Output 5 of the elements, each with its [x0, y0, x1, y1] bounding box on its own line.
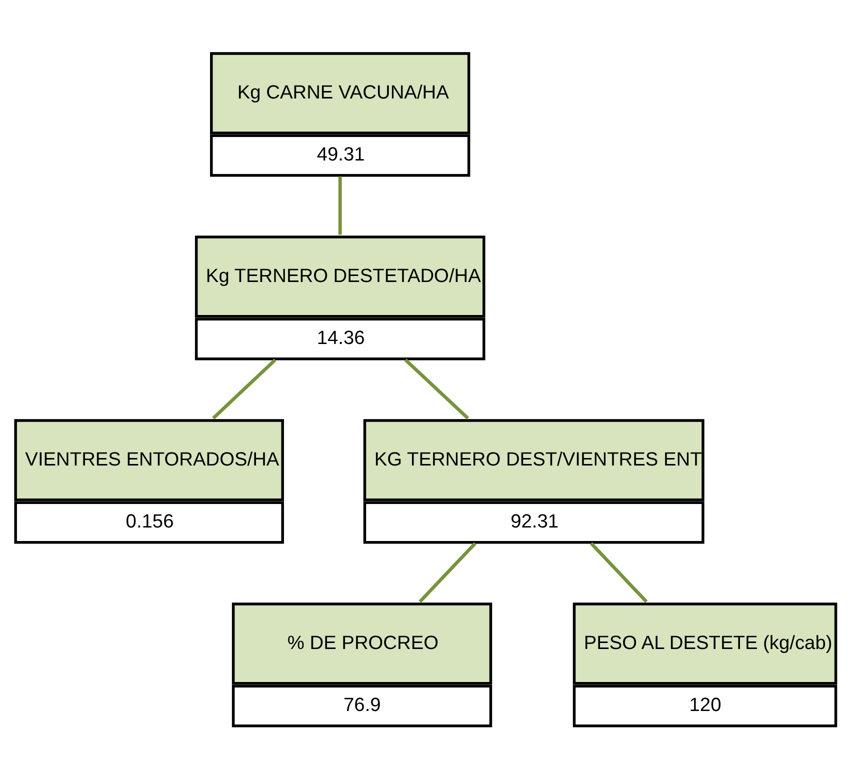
connector	[404, 358, 470, 420]
connector	[212, 358, 276, 420]
connector	[418, 542, 476, 603]
connector	[590, 542, 648, 603]
connector	[338, 176, 342, 235]
